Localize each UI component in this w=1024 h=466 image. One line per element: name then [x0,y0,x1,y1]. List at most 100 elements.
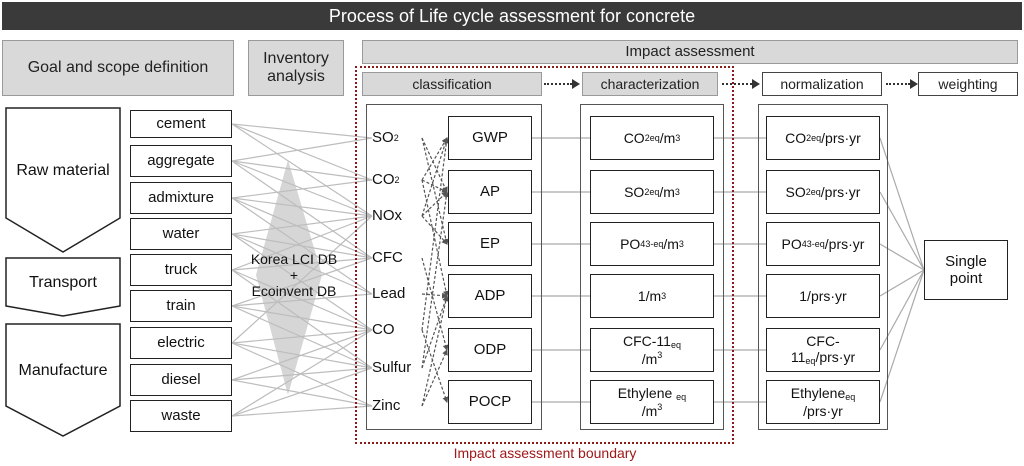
normalization-line2a: 11 [790,349,806,366]
normalization-line1-text: Ethylene [790,385,846,402]
characterization-line1-text: Ethylene [617,384,677,401]
header-weighting: weighting [918,72,1018,96]
characterization-sub1: 4 [640,238,646,249]
substance-nox: NOx [372,207,402,225]
stage-raw-material: Raw material [16,161,110,179]
characterization-group [580,104,724,430]
flow-dots-2 [722,83,752,85]
connector-substance-category [421,137,449,217]
characterization-line2-text: /m [641,351,658,368]
header-goal: Goal and scope definition [2,40,234,96]
normalization-sub1: 4 [801,238,807,249]
connector-input-substance [231,233,373,259]
characterization-box: Ethylene eq/m3 [590,380,714,424]
characterization-tail: /m [659,129,676,146]
characterization-sup: 3 [657,350,663,361]
normalization-line2-text: /prs·yr [803,402,843,419]
characterization-line1: Ethylene eq [618,385,686,402]
connector-input-substance [231,215,373,235]
normalization-main: PO [781,235,802,252]
connector-substance-category [421,215,448,245]
connector-input-substance [231,329,373,417]
input-aggregate: aggregate [130,145,232,177]
connector-input-substance [231,197,373,259]
input-water: water [130,218,232,250]
characterization-line1-text: CFC-11 [623,332,671,349]
characterization-sub: 2eq [644,186,660,197]
connector-input-substance [231,197,373,217]
connector-substance-category [421,191,448,217]
connector-input-substance [231,405,373,417]
connector-input-substance [231,305,373,331]
substance-subscript: 2 [394,174,400,185]
input-truck: truck [130,254,232,286]
characterization-line1: CFC-11eq [623,333,681,350]
connector-input-substance [231,160,373,181]
normalization-main: SO [785,183,806,200]
characterization-sup: 3 [657,402,663,413]
characterization-sup: 3 [674,186,680,197]
category-ap: AP [448,170,532,214]
characterization-sup: 3 [661,290,667,301]
connector-input-substance [231,329,373,381]
characterization-sub2: eq [653,238,664,249]
normalization-box: Ethyleneeq/prs·yr [766,380,880,424]
characterization-sup: 3 [678,238,684,249]
flow-dots-1 [544,83,572,85]
normalization-sub: eq [845,392,856,403]
normalization-line2-text: /prs·yr [815,349,856,366]
stage-manufacture: Manufacture [18,361,108,379]
connector-input-substance [231,137,373,162]
characterization-sub: 2eq [644,132,660,143]
normalization-sub: eq [805,356,816,367]
normalization-sup1: 3- [806,238,815,249]
input-cement: cement [130,110,232,138]
normalization-line1: CFC- [806,333,839,349]
normalization-tail: /prs·yr [820,183,861,200]
input-waste: waste [130,400,232,432]
connector-input-substance [231,123,373,139]
input-diesel: diesel [130,364,232,396]
characterization-tail: /m [663,235,679,252]
characterization-sup: 3 [675,132,681,143]
connector-input-substance [231,367,373,381]
database-plus: + [289,266,299,283]
characterization-box: CFC-11eq/m3 [590,328,714,372]
characterization-main: PO [620,235,641,252]
database-line2: Ecoinvent DB [251,283,337,300]
category-odp: ODP [448,328,532,372]
characterization-line2: /m3 [642,350,663,367]
stage-raw-arrow [5,107,121,253]
database-line1: Korea LCI DB [250,250,338,267]
connector-input-substance [231,367,373,417]
database-label: Korea LCI DB + Ecoinvent DB [238,240,350,310]
substance-subscript: 2 [393,132,399,143]
characterization-sub: eq [676,391,687,402]
diagram-title: Process of Life cycle assessment for con… [2,2,1022,30]
flow-arrow-2 [752,79,760,89]
header-impact: Impact assessment [362,40,1018,64]
database-wedge [256,160,322,395]
classification-group [366,104,542,430]
header-inventory: Inventory analysis [248,40,344,96]
input-admixture: admixture [130,182,232,214]
normalization-main: CO [785,129,807,146]
characterization-main: 1/m [637,287,662,304]
substance-co: CO [372,321,395,339]
connector-input-substance [231,293,373,307]
header-classification: classification [362,72,542,96]
connector-input-substance [231,215,373,344]
characterization-line2: /m3 [642,402,663,419]
stage-manufacture-arrow [5,323,121,437]
single-point-box: Single point [924,240,1008,300]
flow-arrow-1 [572,79,580,89]
input-train: train [130,290,232,322]
connector-input-substance [231,123,373,181]
